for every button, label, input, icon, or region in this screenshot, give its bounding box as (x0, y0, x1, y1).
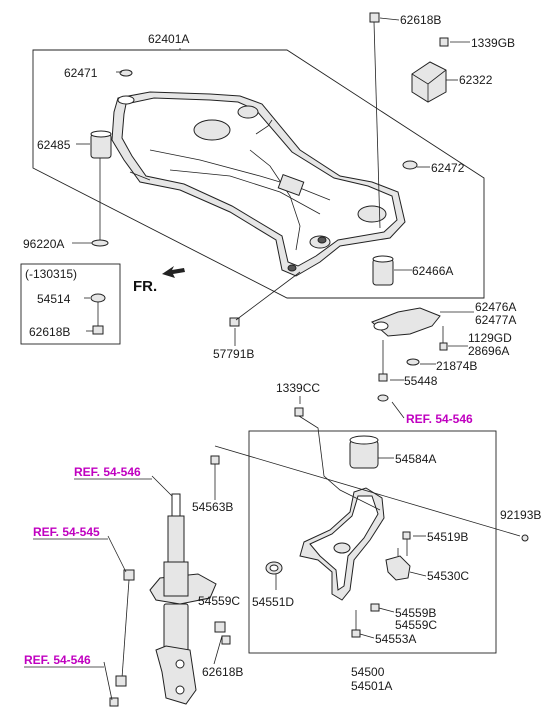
nut-54559C-strut (214, 621, 226, 633)
bushing-62485 (90, 130, 112, 159)
washer-ref-54-546 (377, 394, 389, 402)
ref-link-54-546-a[interactable]: REF. 54-546 (406, 412, 473, 426)
ref-link-54-546-c[interactable]: REF. 54-546 (24, 653, 91, 667)
leader-lines (72, 17, 474, 381)
subframe-crossmember (111, 91, 406, 277)
lower-control-arm (299, 487, 385, 601)
label-54501A: 54501A (351, 679, 392, 693)
label-62472: 62472 (431, 161, 465, 175)
nut-62618B-top (369, 12, 380, 23)
label-1339GB: 1339GB (471, 36, 515, 50)
label-note: (-130315) (25, 267, 77, 281)
stabilizer-link (115, 569, 135, 687)
bolt-1339CC (294, 407, 304, 417)
label-57791B: 57791B (213, 347, 254, 361)
leader-lines-arm (214, 396, 521, 639)
bushing-54551D (265, 561, 283, 575)
label-62485: 62485 (37, 138, 71, 152)
bracket-62476A (371, 307, 441, 337)
label-62477A: 62477A (475, 313, 516, 327)
label-54559B: 54559B (395, 606, 436, 620)
bush-top-62471 (117, 95, 135, 105)
washer-62471 (119, 69, 133, 77)
bolt-1339GB (439, 37, 449, 47)
washer-96220A (91, 239, 109, 247)
bolt-54519B (402, 531, 411, 540)
label-54551D: 54551D (252, 595, 294, 609)
label-62476A: 62476A (475, 300, 516, 314)
leader-lines-strut (103, 475, 223, 701)
washer-54514 (90, 293, 106, 303)
bolt-strut-lower (109, 697, 119, 707)
label-54553A: 54553A (375, 632, 416, 646)
subframe-group-outline (32, 49, 485, 299)
ball-joint-54530C (385, 548, 411, 581)
ref-link-54-545[interactable]: REF. 54-545 (33, 525, 100, 539)
strut-assembly (149, 493, 217, 705)
label-55448: 55448 (404, 374, 438, 388)
bolt-1129GD (439, 326, 448, 351)
label-62618B-box: 62618B (29, 325, 70, 339)
nut-54559B (370, 603, 380, 612)
bolt-92193B (521, 534, 529, 542)
nut-62618B-strut (221, 635, 231, 645)
nut-62618B-box (92, 325, 104, 335)
bolt-54553A (351, 610, 361, 638)
label-54519B: 54519B (427, 530, 468, 544)
label-92193B: 92193B (500, 508, 541, 522)
label-54584A: 54584A (395, 452, 436, 466)
variant-note-box (20, 263, 121, 345)
label-96220A: 96220A (23, 237, 64, 251)
label-21874B: 21874B (436, 359, 477, 373)
label-54563B: 54563B (192, 500, 233, 514)
label-62466A: 62466A (412, 264, 453, 278)
label-62471: 62471 (64, 66, 98, 80)
label-1129GD: 1129GD (468, 331, 512, 345)
label-62401A: 62401A (148, 32, 189, 46)
label-54559C-strut: 54559C (198, 594, 240, 608)
bolt-55448 (378, 340, 388, 382)
front-marker: FR. (133, 278, 157, 295)
bolt-57791B (229, 271, 301, 327)
label-54559C-arm: 54559C (395, 618, 437, 632)
bushing-62466A (372, 255, 394, 286)
bracket-62322 (411, 61, 447, 103)
bushing-54584A (349, 435, 379, 469)
label-28696A: 28696A (468, 344, 509, 358)
washer-62472 (402, 160, 418, 170)
label-54530C: 54530C (427, 569, 469, 583)
label-62322: 62322 (459, 73, 493, 87)
label-54500: 54500 (351, 665, 385, 679)
bolt-54563B (210, 455, 220, 484)
washer-21874B (406, 358, 420, 366)
front-direction-arrow-icon (162, 266, 185, 278)
label-1339CC: 1339CC (276, 381, 320, 395)
ref-link-54-546-b[interactable]: REF. 54-546 (74, 465, 141, 479)
label-54514: 54514 (37, 292, 71, 306)
lower-arm-group-outline (248, 430, 497, 654)
label-62618B-strut: 62618B (202, 665, 243, 679)
label-62618B-top: 62618B (400, 13, 441, 27)
